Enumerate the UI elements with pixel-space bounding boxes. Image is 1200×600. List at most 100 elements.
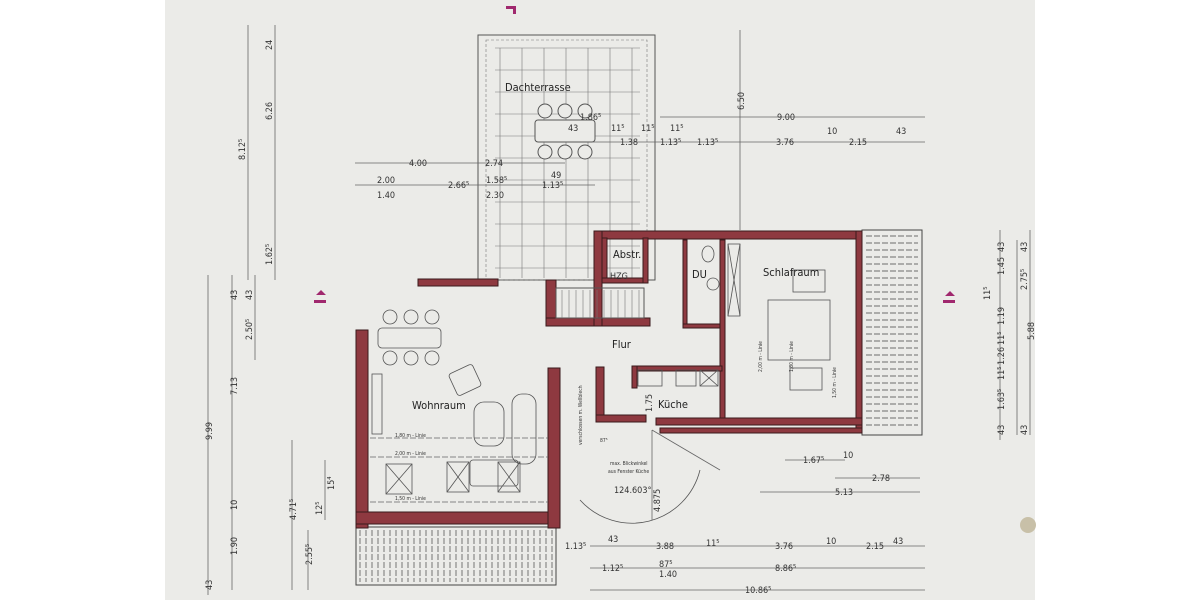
dim-label: 10: [843, 451, 853, 461]
dim-label: 2.78: [872, 474, 890, 484]
roof-hatch-bottom: [355, 526, 557, 586]
dim-label: 11⁵: [641, 124, 655, 134]
dim-label: 43: [245, 290, 255, 300]
dim-label: 1.13⁵: [565, 542, 586, 552]
annotations: 1,80 m - Linie 2,00 m - Linie 1,50 m - L…: [370, 341, 838, 512]
dim-label: 1.13⁵: [660, 138, 681, 148]
dim-label: 4.875: [653, 489, 663, 512]
dim-label: 4.71⁵: [289, 499, 299, 520]
room-label-hall: Flur: [612, 338, 632, 351]
roof-outline: [355, 526, 557, 586]
dim-label: 2.74: [485, 159, 503, 169]
line-label: 1,80 m - Linie: [395, 433, 426, 439]
dim-label: 43: [205, 580, 215, 590]
dim-label: 7.13: [230, 377, 240, 395]
dim-label: 11⁵: [997, 331, 1007, 345]
dim-label: 9.99: [205, 422, 215, 440]
note: aus Fenster Küche: [608, 469, 649, 475]
section-marker-arrow-icon: [314, 6, 955, 303]
roof-hatch-right: [861, 229, 923, 436]
dim-label: 1.19: [997, 307, 1007, 325]
note: max. Blickwinkel: [610, 461, 648, 467]
dim-label: 8.12⁵: [238, 139, 248, 160]
dim-label: 1.62⁵: [265, 244, 275, 265]
dim-label: 43: [230, 290, 240, 300]
dim-label: 11⁵: [670, 124, 684, 134]
dim-label: 4.00: [409, 159, 427, 169]
roof-terrace: Dachterrasse: [477, 34, 656, 281]
dim-label: 3.88: [656, 542, 674, 552]
dim-label: 1.75: [645, 394, 655, 412]
dim-label: 11⁵: [706, 539, 720, 549]
chair: [577, 103, 593, 119]
room-label-kitchen: Küche: [658, 398, 688, 411]
chair: [557, 103, 573, 119]
punch-hole: [1020, 517, 1036, 533]
dim-label: 1.58⁵: [486, 176, 507, 186]
room-label-heating: HZG: [610, 272, 628, 282]
dim-label: 2.66⁵: [448, 181, 469, 191]
walls: [355, 230, 863, 529]
dim-label: 87⁵: [659, 560, 673, 570]
dim-label: 11⁵: [611, 124, 625, 134]
dim-label: 1.13⁵: [542, 181, 563, 191]
dim-label: 10: [230, 500, 240, 510]
dim-label: 2.75⁵: [1020, 269, 1030, 290]
room-label-shower: DU: [692, 268, 707, 281]
dim-label: 6.26: [265, 102, 275, 120]
chair: [577, 144, 593, 160]
chair: [537, 144, 553, 160]
dim-label: 43: [568, 124, 578, 134]
dim-label: 8.86⁵: [775, 564, 796, 574]
dim-label: 1.13⁵: [697, 138, 718, 148]
dim-label: 43: [1020, 425, 1030, 435]
dim-label: 11⁵: [997, 366, 1007, 380]
dim-label: 1.38: [620, 138, 638, 148]
dim-label: 43: [896, 127, 906, 137]
dim-label: 43: [893, 537, 903, 547]
dim-label: 10: [826, 537, 836, 547]
chair: [537, 103, 553, 119]
dim-label: 3.76: [776, 138, 794, 148]
line-label: 1,50 m - Linie: [832, 367, 838, 398]
dim-label: 6.50: [737, 92, 747, 110]
dim-label: 43: [997, 242, 1007, 252]
line-label: 2,00 m - Linie: [758, 341, 764, 372]
room-label-living: Wohnraum: [412, 399, 466, 412]
dimension-labels: 1.86⁵ 43 11⁵ 11⁵ 11⁵ 6.50 9.00 1.38 1.13…: [205, 40, 1037, 596]
chair: [557, 144, 573, 160]
dim-label: 1.86⁵: [580, 113, 601, 123]
dim-label: 11⁵: [983, 286, 993, 300]
line-label: 2,00 m - Linie: [395, 451, 426, 457]
furniture: [371, 243, 831, 524]
dim-label: 1.40: [377, 191, 395, 201]
room-label-bedroom: Schlafraum: [763, 266, 819, 279]
dim-label: 1.12⁵: [602, 564, 623, 574]
dim-label: 1.67⁵: [803, 456, 824, 466]
dim-label: 43: [997, 425, 1007, 435]
room-label-terrace: Dachterrasse: [505, 81, 571, 94]
dim-label: 3.76: [775, 542, 793, 552]
dim-label: 9.00: [777, 113, 795, 123]
dim-label: 1.26: [997, 347, 1007, 365]
line-label: 1,80 m - Linie: [789, 341, 795, 372]
dimension-lines: [207, 25, 1031, 595]
dim-label: 2.50⁵: [245, 319, 255, 340]
dim-label: 5.13: [835, 488, 853, 498]
dim-label: 15⁴: [327, 476, 337, 490]
dim-label: 2.00: [377, 176, 395, 186]
dim-label: 43: [608, 535, 618, 545]
view-angle: 124.603°: [614, 486, 652, 496]
room-label-storage: Abstr.: [613, 248, 641, 261]
dim-label: 2.15: [866, 542, 884, 552]
dim-label: 1.90: [230, 537, 240, 555]
dim-label: 1.40: [659, 570, 677, 580]
dim-label: 2.15: [849, 138, 867, 148]
dim-label: 1.45: [997, 257, 1007, 275]
dim-label: 2.30: [486, 191, 504, 201]
dim-label: 12⁵: [315, 501, 325, 515]
dim-label: 5.88: [1027, 322, 1037, 340]
dim-label: 10: [827, 127, 837, 137]
